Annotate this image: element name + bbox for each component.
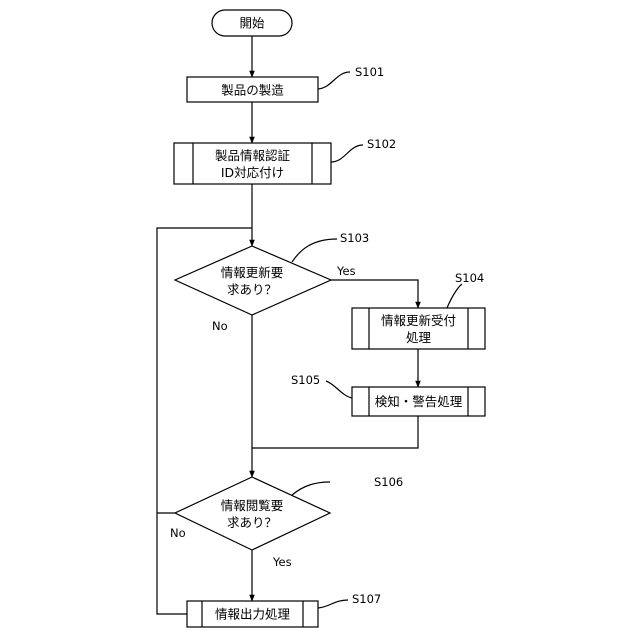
step-s107-predefined-process: 情報出力処理 — [187, 601, 318, 627]
leader-s105 — [326, 381, 352, 398]
branch-label-s106-no: No — [170, 526, 186, 540]
step-s103-decision: 情報更新要 求あり？ — [175, 246, 331, 315]
step-id-s106: S106 — [374, 475, 403, 489]
step-s103-text-line2: 求あり？ — [227, 282, 277, 297]
leader-s104 — [447, 284, 462, 308]
start-terminator: 開始 — [212, 10, 292, 36]
line-s105-to-merge — [252, 416, 418, 448]
step-s105-text: 検知・警告処理 — [375, 394, 463, 409]
step-s104-predefined-process: 情報更新受付 処理 — [352, 308, 485, 349]
step-s104-text-line1: 情報更新受付 — [381, 313, 456, 328]
step-id-s104: S104 — [455, 271, 484, 285]
branch-label-s106-yes: Yes — [272, 555, 292, 569]
step-id-s102: S102 — [367, 137, 396, 151]
step-s107-text: 情報出力処理 — [215, 607, 291, 622]
step-id-s103: S103 — [340, 231, 369, 245]
start-label: 開始 — [239, 16, 265, 31]
step-s102-text-line1: 製品情報認証 — [215, 148, 291, 163]
branch-label-s103-no: No — [212, 319, 228, 333]
step-s106-decision: 情報閲覧要 求あり？ — [175, 477, 330, 550]
branch-label-s103-yes: Yes — [336, 264, 356, 278]
step-s102-text-line2: ID対応付け — [221, 165, 284, 180]
step-s101-text: 製品の製造 — [221, 83, 284, 98]
step-s101-process: 製品の製造 — [187, 77, 318, 102]
leader-s101 — [318, 72, 350, 89]
leader-s103 — [292, 239, 337, 262]
step-id-s105: S105 — [291, 373, 320, 387]
step-s102-predefined-process: 製品情報認証 ID対応付け — [174, 143, 331, 184]
step-s106-text-line2: 求あり？ — [227, 515, 277, 530]
leader-s106 — [292, 482, 330, 495]
leader-s102 — [331, 145, 363, 162]
step-s104-text-line2: 処理 — [406, 330, 432, 345]
step-id-s101: S101 — [355, 65, 384, 79]
leader-s107 — [318, 600, 348, 608]
step-s103-text-line1: 情報更新要 — [221, 265, 284, 280]
arrow-s103-yes-to-s104 — [331, 280, 418, 308]
step-id-s107: S107 — [352, 592, 381, 606]
step-s105-predefined-process: 検知・警告処理 — [352, 387, 485, 416]
step-s106-text-line1: 情報閲覧要 — [221, 498, 284, 513]
